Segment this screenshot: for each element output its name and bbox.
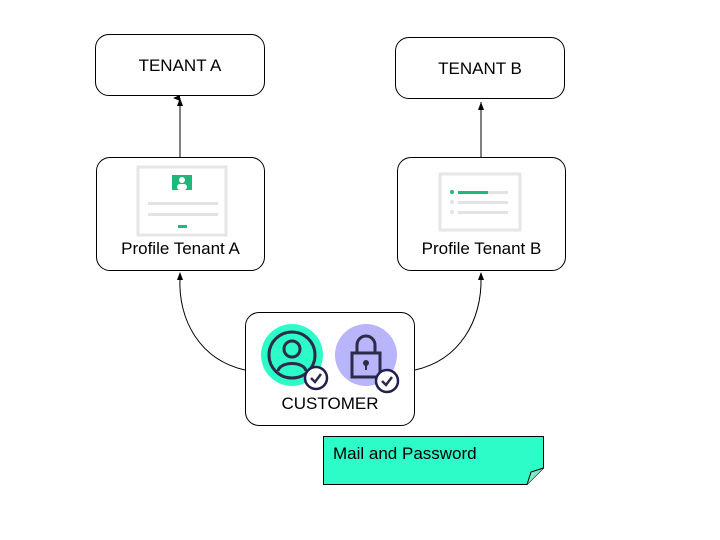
user-verified-icon [261, 324, 329, 391]
arrow-customer-to-profile-b [414, 277, 482, 371]
note-text: Mail and Password [333, 444, 477, 463]
lock-verified-icon [335, 324, 400, 394]
mail-and-password-note[interactable]: Mail and Password [323, 436, 544, 485]
customer-label: CUSTOMER [281, 394, 379, 413]
profile-tenant-b-label: Profile Tenant B [421, 239, 542, 258]
profile-tenant-a-node[interactable]: Profile Tenant A [96, 157, 265, 271]
arrow-customer-to-profile-a [179, 277, 246, 371]
list-card-icon [438, 172, 522, 232]
tenant-a-label: TENANT A [138, 56, 222, 75]
customer-node[interactable]: CUSTOMER [245, 312, 415, 426]
tenant-b-node[interactable]: TENANT B [395, 37, 565, 99]
profile-tenant-a-label: Profile Tenant A [121, 239, 240, 258]
tenant-b-label: TENANT B [438, 59, 522, 78]
note-shape [323, 436, 544, 485]
tenant-a-node[interactable]: TENANT A [95, 34, 265, 96]
profile-tenant-b-node[interactable]: Profile Tenant B [397, 157, 566, 271]
profile-card-icon [136, 165, 228, 237]
